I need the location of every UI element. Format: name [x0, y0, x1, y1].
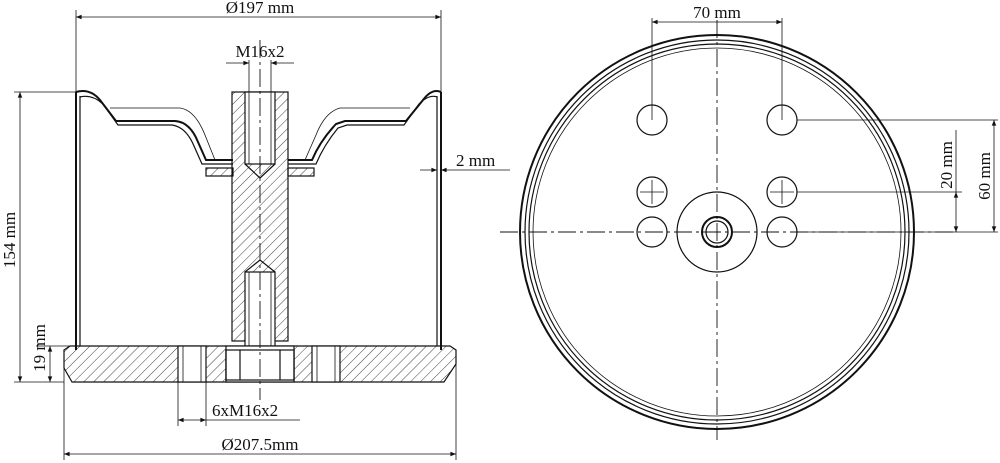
dim-base-thickness: 19 mm: [30, 324, 49, 372]
dim-holes-thread: 6xM16x2: [212, 401, 278, 420]
top-view: 70 mm 20 mm 60 mm: [500, 3, 998, 440]
dish-profile-inner: [79, 95, 438, 165]
dish-profile-outer: [75, 90, 442, 161]
dim-wall-thickness: 2 mm: [456, 151, 495, 170]
dim-base-diameter: Ø207.5mm: [222, 435, 299, 454]
side-section-view: Ø197 mm M16x2 2 mm 154 mm 19 mm 6xM16x2 …: [0, 0, 510, 460]
dim-hole-spacing-x: 70 mm: [693, 3, 741, 22]
dim-hole-spacing-small: 20 mm: [937, 141, 956, 189]
dim-top-thread: M16x2: [235, 42, 284, 61]
dim-outer-diameter: Ø197 mm: [226, 0, 294, 17]
washer: [205, 167, 234, 177]
dim-hole-spacing-large: 60 mm: [975, 152, 994, 200]
dim-height: 154 mm: [0, 212, 19, 268]
